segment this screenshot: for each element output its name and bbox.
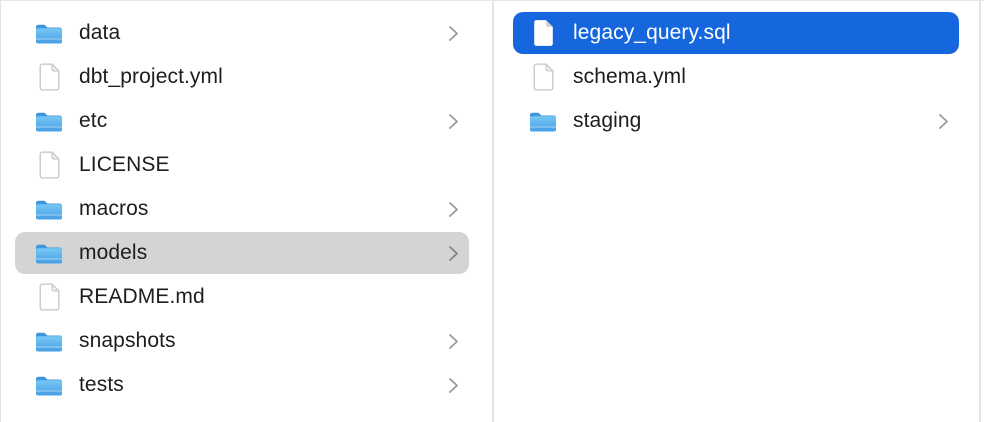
folder-icon bbox=[35, 198, 63, 221]
item-label: README.md bbox=[79, 285, 205, 308]
item-label: LICENSE bbox=[79, 153, 170, 176]
item-label: staging bbox=[573, 109, 642, 132]
chevron-right-icon bbox=[448, 201, 459, 218]
chevron-right-icon bbox=[448, 333, 459, 350]
item-label: models bbox=[79, 241, 148, 264]
finder-item-tests[interactable]: tests bbox=[15, 364, 469, 406]
file-icon bbox=[35, 63, 63, 91]
item-label: schema.yml bbox=[573, 65, 687, 88]
chevron-right-icon bbox=[448, 245, 459, 262]
finder-item-license[interactable]: LICENSE bbox=[15, 144, 469, 186]
finder-item-schema-yml[interactable]: schema.yml bbox=[513, 56, 959, 98]
folder-icon bbox=[529, 110, 557, 133]
chevron-right-icon bbox=[448, 377, 459, 394]
chevron-right-icon bbox=[448, 113, 459, 130]
folder-icon bbox=[35, 374, 63, 397]
finder-item-etc[interactable]: etc bbox=[15, 100, 469, 142]
item-label: etc bbox=[79, 109, 108, 132]
folder-icon bbox=[35, 330, 63, 353]
folder-icon bbox=[35, 242, 63, 265]
finder-item-snapshots[interactable]: snapshots bbox=[15, 320, 469, 362]
folder-icon bbox=[35, 110, 63, 133]
finder-column-models-contents: legacy_query.sql schema.yml staging bbox=[494, 1, 979, 422]
item-label: data bbox=[79, 21, 121, 44]
finder-item-models[interactable]: models bbox=[15, 232, 469, 274]
finder-item-legacy-query-sql[interactable]: legacy_query.sql bbox=[513, 12, 959, 54]
finder-item-macros[interactable]: macros bbox=[15, 188, 469, 230]
chevron-right-icon bbox=[448, 25, 459, 42]
item-label: snapshots bbox=[79, 329, 176, 352]
file-icon bbox=[529, 19, 557, 47]
finder-item-data[interactable]: data bbox=[15, 12, 469, 54]
item-label: tests bbox=[79, 373, 124, 396]
column-resize-divider[interactable] bbox=[979, 1, 981, 422]
file-icon bbox=[529, 63, 557, 91]
finder-item-readme-md[interactable]: README.md bbox=[15, 276, 469, 318]
finder-column-parent: data dbt_project.yml etc LICENSE bbox=[1, 1, 492, 422]
file-icon bbox=[35, 283, 63, 311]
item-label: dbt_project.yml bbox=[79, 65, 223, 88]
file-icon bbox=[35, 151, 63, 179]
folder-icon bbox=[35, 22, 63, 45]
chevron-right-icon bbox=[938, 113, 949, 130]
finder-item-dbt-project-yml[interactable]: dbt_project.yml bbox=[15, 56, 469, 98]
item-label: macros bbox=[79, 197, 149, 220]
item-label: legacy_query.sql bbox=[573, 21, 731, 44]
column-resize-divider[interactable] bbox=[492, 1, 494, 422]
finder-item-staging[interactable]: staging bbox=[513, 100, 959, 142]
